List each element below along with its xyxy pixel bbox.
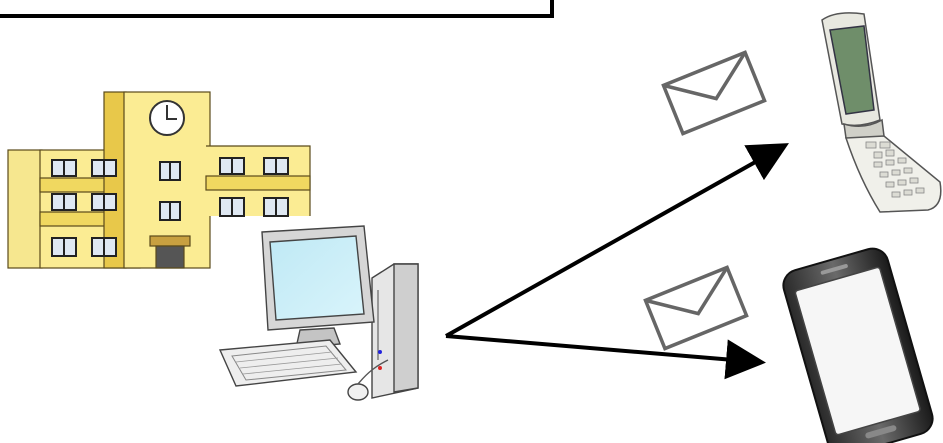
desktop-computer-icon (220, 226, 418, 400)
envelope-icon (663, 52, 764, 133)
flip-phone-icon (822, 13, 941, 212)
envelope-icon (645, 267, 746, 348)
arrow-to-smartphone (446, 336, 758, 362)
smartphone-icon (780, 245, 937, 443)
arrows (446, 147, 782, 362)
